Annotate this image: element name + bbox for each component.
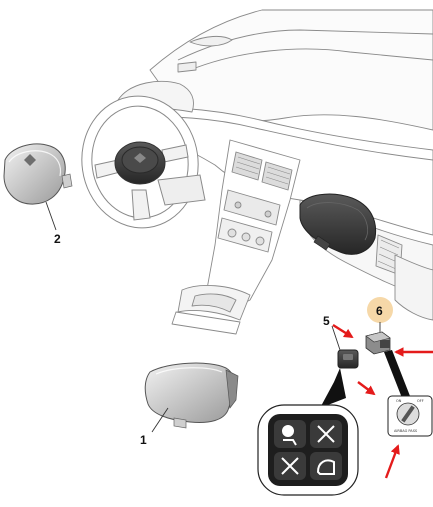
airbag-key-switch	[365, 331, 391, 355]
leader-line-1	[151, 407, 169, 433]
key-switch-off-label: OFF	[417, 399, 424, 403]
callout-1: 1	[140, 433, 147, 447]
arrow-to-key-detail	[357, 381, 376, 396]
passenger-airbag-module	[144, 362, 239, 429]
airbag-off-cross-icon	[317, 425, 335, 443]
steering-airbag-module	[3, 143, 73, 205]
callout-6: 6	[376, 304, 383, 318]
leader-line-5	[331, 325, 341, 351]
airbag-indicator-switch	[337, 349, 359, 369]
switch-detail-panel	[257, 404, 359, 496]
passenger-airbag-installed	[299, 193, 377, 255]
leader-line-2	[45, 201, 57, 231]
red-arrows	[332, 323, 433, 479]
seat-airbag-cross-icon	[281, 457, 299, 475]
zoom-pointer-5	[320, 368, 346, 408]
arrow-from-bottom	[384, 444, 400, 479]
zoom-pointer-6	[384, 350, 410, 398]
highlight-circle	[367, 297, 393, 323]
key-switch-caption: AIRBAG PASS	[394, 429, 418, 433]
callout-2: 2	[54, 232, 61, 246]
callout-5: 5	[323, 314, 330, 328]
seat-airbag-icon	[282, 425, 297, 446]
steering-wheel	[81, 95, 206, 229]
key-switch-on-label: ON	[396, 399, 402, 403]
child-seat-icon	[316, 459, 335, 475]
center-console	[171, 139, 301, 335]
arrow-to-switch-5	[332, 323, 354, 339]
key-switch-detail: ON OFF AIRBAG PASS	[387, 395, 433, 437]
